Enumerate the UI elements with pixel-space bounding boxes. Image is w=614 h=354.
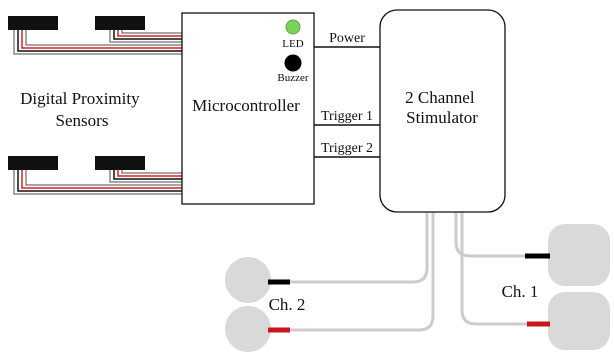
wire-red	[21, 30, 182, 49]
stimulator-leads	[288, 212, 527, 332]
led-label: LED	[282, 38, 303, 50]
wire-gray	[121, 170, 182, 174]
sensor-cable-bottom-left	[13, 170, 182, 195]
lead-ch2-outer	[288, 212, 429, 284]
power-label: Power	[329, 31, 365, 46]
stimulator-label: 2 Channel Stimulator	[405, 88, 479, 127]
wire-gray	[109, 30, 182, 43]
sensor-cable-bottom-right	[109, 170, 182, 183]
trigger1-label: Trigger 1	[321, 109, 373, 124]
proximity-sensor-1	[8, 16, 58, 30]
ch2-label: Ch. 2	[269, 295, 306, 314]
wire-gray	[121, 30, 182, 34]
microcontroller-label: Microcontroller	[192, 96, 300, 115]
proximity-sensor-2	[95, 16, 145, 30]
sensors-label: Digital Proximity Sensors	[20, 89, 144, 130]
led-indicator	[285, 19, 301, 35]
wire-black	[17, 30, 182, 52]
stimulator-label-line-2: Stimulator	[406, 108, 478, 127]
sensor-cable-top-left	[13, 30, 182, 55]
wire-gray	[13, 30, 182, 55]
proximity-sensor-3	[8, 156, 58, 170]
ch1-electrode-pad-1	[548, 224, 610, 286]
wire-black	[17, 170, 182, 192]
microcontroller-box	[181, 12, 315, 205]
ch2-electrode-pad-2	[225, 306, 271, 352]
sensor-cable-top-right	[109, 30, 182, 43]
wire-red	[117, 30, 182, 37]
stimulator-label-line-1: 2 Channel	[405, 88, 475, 107]
wire-gray	[109, 170, 182, 183]
wire-gray	[25, 30, 182, 46]
lead-ch1-inner	[460, 212, 527, 326]
wire-red	[21, 170, 182, 189]
ch1-label: Ch. 1	[502, 282, 539, 301]
wire-red	[117, 170, 182, 177]
trigger2-label: Trigger 2	[321, 141, 373, 156]
buzzer-label: Buzzer	[277, 72, 308, 84]
lead-ch2-inner	[290, 212, 435, 332]
sensors-label-line-2: Sensors	[56, 111, 109, 130]
ch1-electrode-pad-2	[548, 292, 610, 350]
buzzer-indicator	[284, 54, 302, 72]
wire-black	[113, 170, 182, 180]
lead-ch1-outer	[454, 212, 525, 258]
stimulator-box	[379, 9, 506, 213]
ch2-electrode-pad-1	[225, 257, 271, 303]
wire-black	[113, 30, 182, 40]
wire-gray	[25, 170, 182, 186]
proximity-sensor-4	[95, 156, 145, 170]
wire-gray	[13, 170, 182, 195]
sensors-label-line-1: Digital Proximity	[20, 89, 140, 108]
